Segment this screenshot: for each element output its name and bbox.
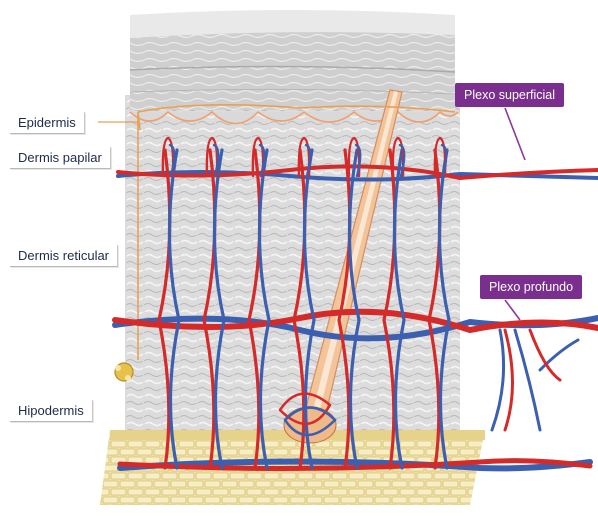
tag-plexo-superficial: Plexo superficial [455,83,564,107]
tag-plexo-profundo: Plexo profundo [480,275,582,299]
label-hipodermis: Hipodermis [10,400,93,422]
label-epidermis: Epidermis [10,112,85,134]
label-dermis-papilar: Dermis papilar [10,147,111,169]
label-dermis-reticular: Dermis reticular [10,245,118,267]
right-artery-branches [505,330,560,430]
